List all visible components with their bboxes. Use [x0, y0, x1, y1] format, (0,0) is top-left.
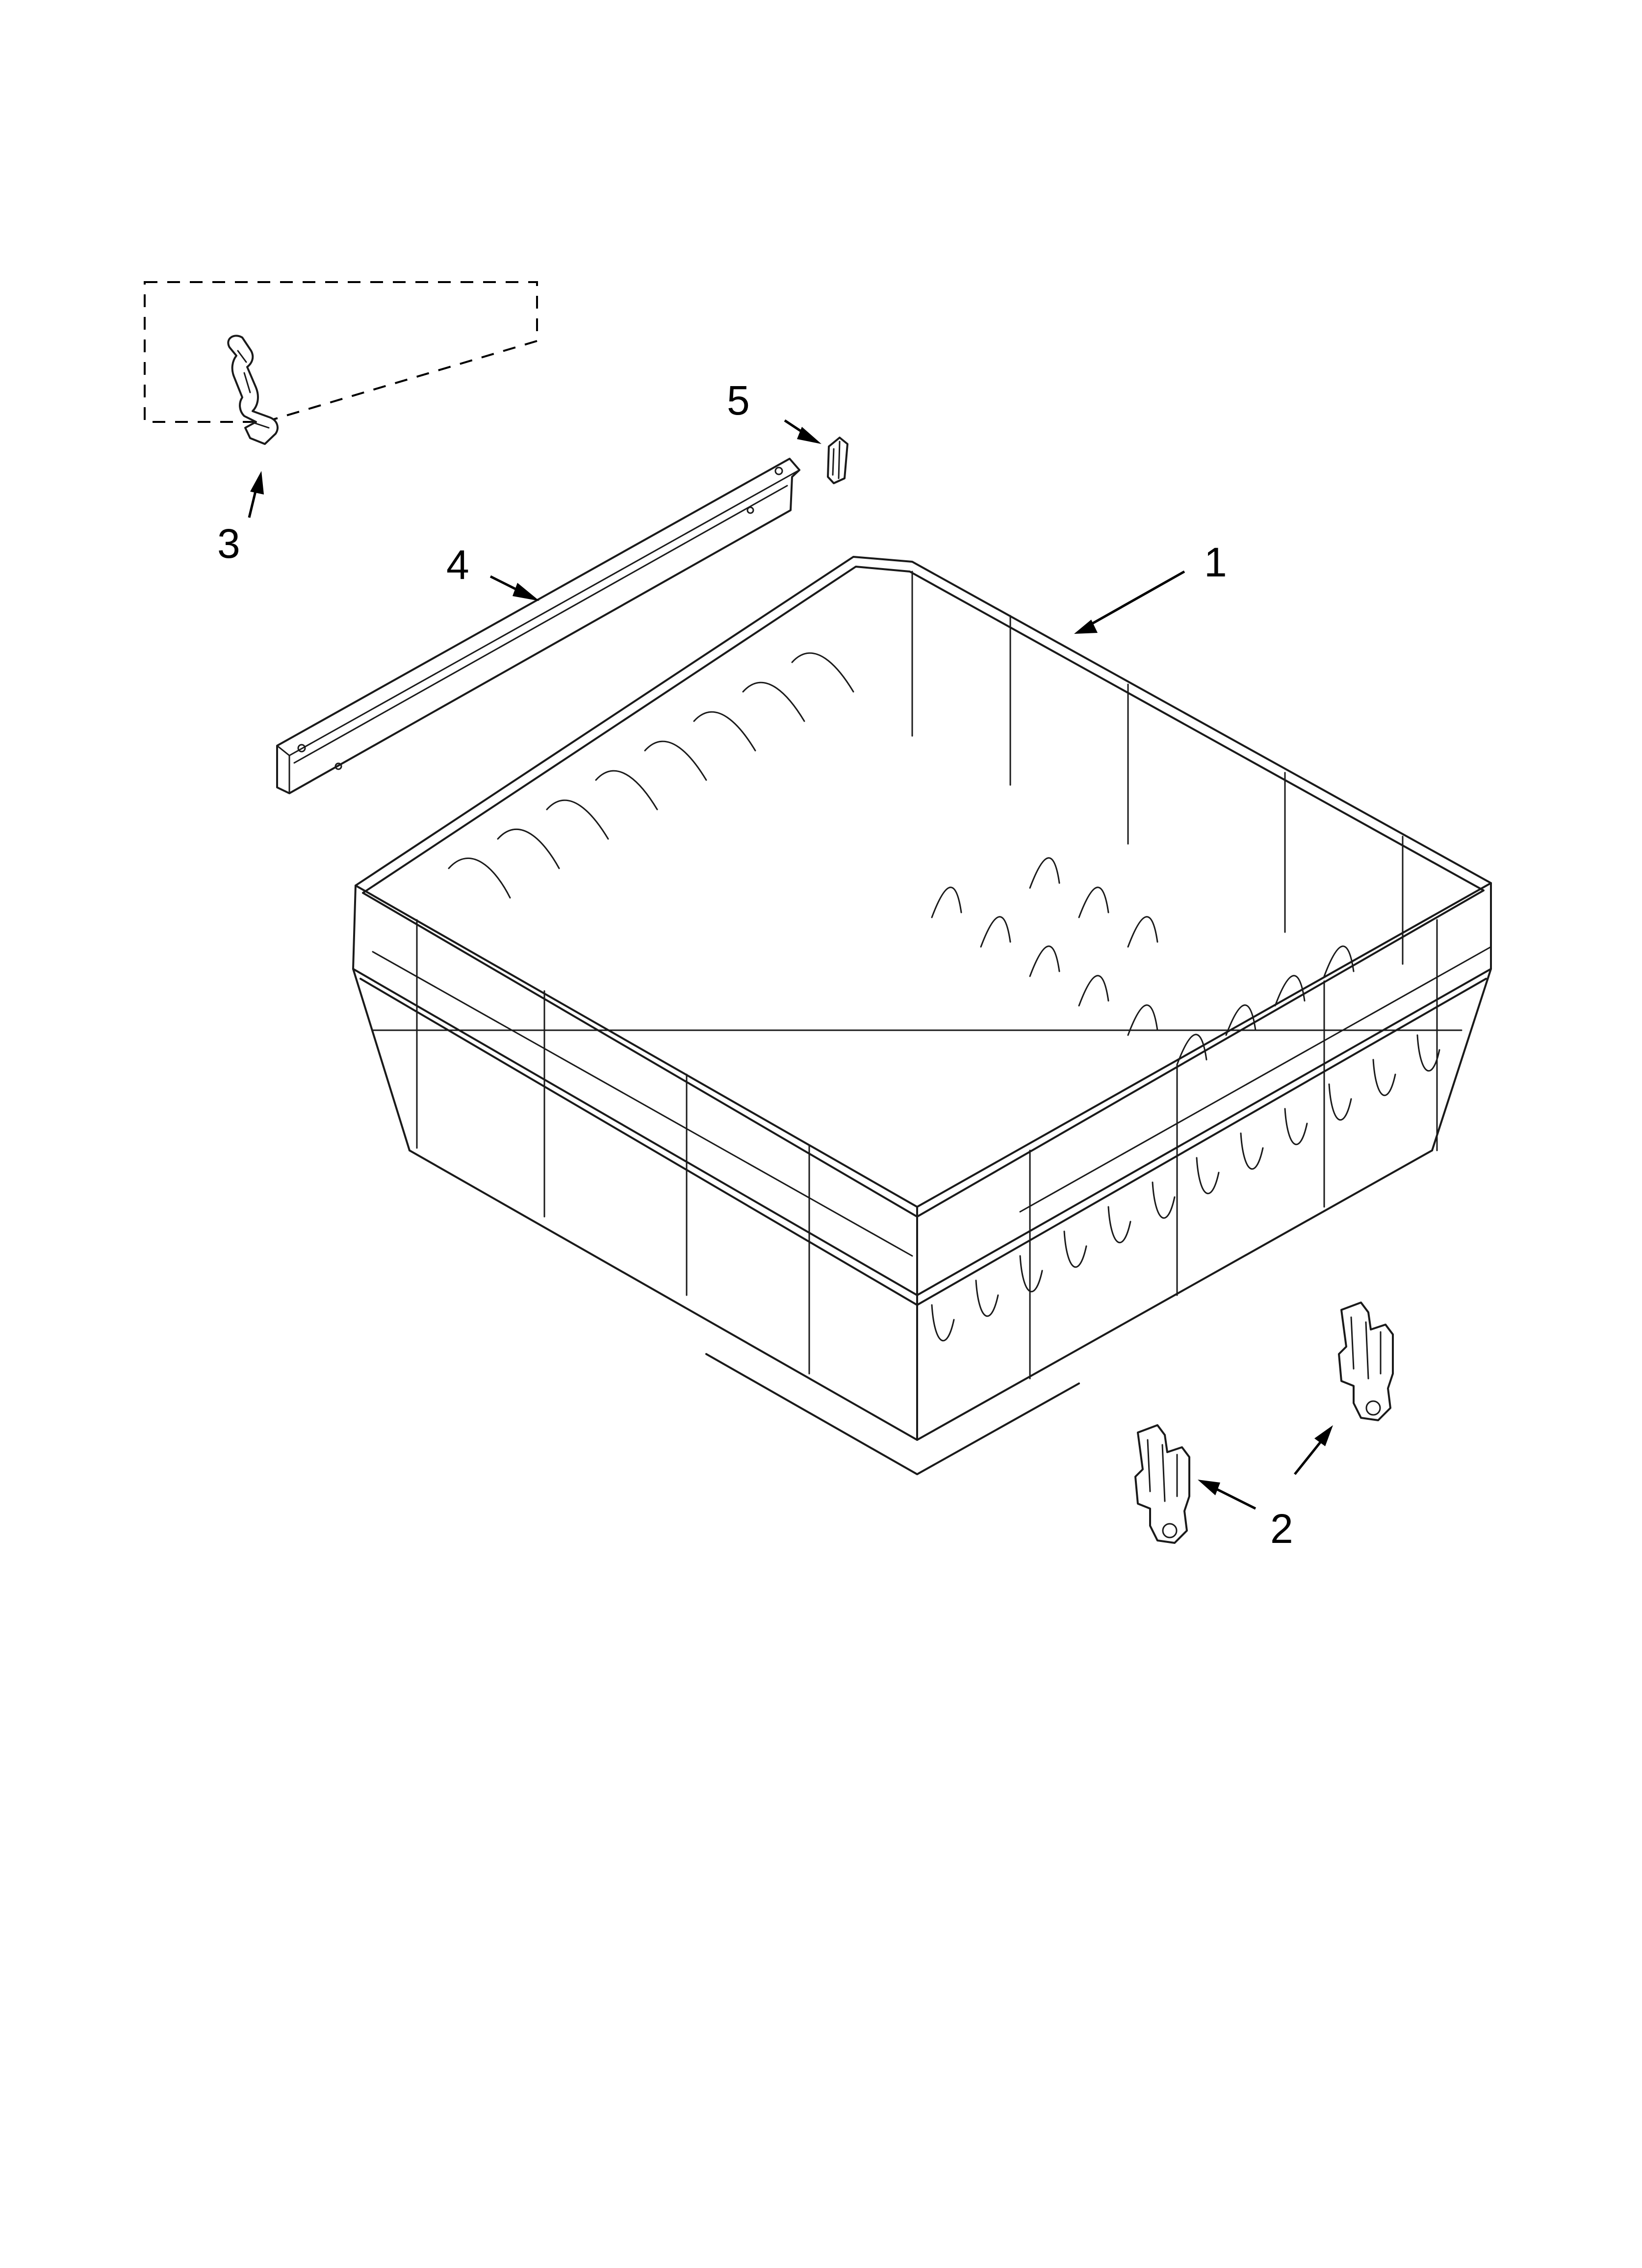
inset-dashed-outline	[144, 281, 538, 423]
upper-rack-part	[352, 556, 1492, 1475]
leader-arrowhead-2b	[1314, 1425, 1333, 1446]
leader-arrowhead-5	[797, 427, 821, 444]
leader-line-2a	[1210, 1485, 1257, 1510]
leader-arrowhead-3	[250, 471, 264, 495]
leader-line-1	[1088, 570, 1185, 627]
leader-arrowhead-1	[1074, 620, 1098, 634]
rack-adjuster-part-left	[1134, 1424, 1190, 1544]
callout-5: 5	[727, 377, 750, 423]
rack-rail-part	[276, 458, 800, 794]
callout-1: 1	[1204, 539, 1227, 585]
leader-line-2b	[1294, 1436, 1325, 1475]
leader-arrowhead-2a	[1198, 1480, 1220, 1495]
callout-2: 2	[1270, 1506, 1293, 1552]
leader-arrowhead-4	[513, 583, 539, 601]
callout-3: 3	[217, 521, 240, 567]
rail-stop-part	[827, 437, 848, 484]
rack-adjuster-part-right	[1338, 1302, 1394, 1421]
callout-4: 4	[446, 542, 469, 588]
tine-clip-part	[227, 335, 279, 445]
